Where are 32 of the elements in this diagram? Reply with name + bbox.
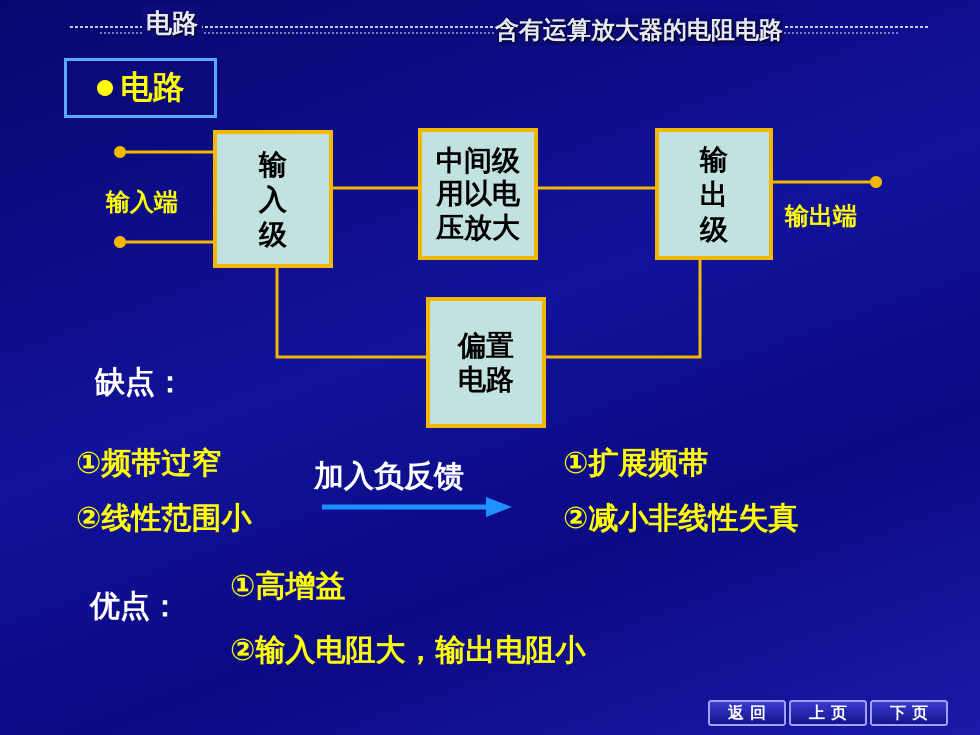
terminal-dot bbox=[870, 176, 882, 188]
connector-line bbox=[773, 180, 870, 184]
nav-button: 下 页 bbox=[870, 700, 948, 726]
section-label: 缺点： bbox=[95, 364, 185, 402]
terminal-label: 输出端 bbox=[785, 201, 857, 232]
section-label: 优点： bbox=[90, 588, 180, 626]
list-item: ②线性范围小 bbox=[76, 500, 252, 538]
connector-line bbox=[126, 150, 213, 154]
list-item: ②减小非线性失真 bbox=[563, 500, 798, 538]
header-label: 电路 bbox=[142, 6, 202, 41]
slide-title: 含有运算放大器的电阻电路 bbox=[495, 14, 783, 46]
connector-line bbox=[126, 240, 213, 244]
list-item: ①频带过窄 bbox=[76, 445, 222, 483]
terminal-label: 输入端 bbox=[106, 187, 178, 218]
nav-button: 返 回 bbox=[708, 700, 786, 726]
section-heading-box bbox=[64, 58, 217, 118]
list-item: ①高增益 bbox=[230, 568, 346, 606]
connector-line bbox=[546, 260, 702, 358]
block-box: 中间级用以电压放大 bbox=[418, 128, 538, 260]
connector-line bbox=[333, 186, 418, 190]
connector-line bbox=[538, 186, 655, 190]
terminal-dot bbox=[114, 146, 126, 158]
nav-button: 上 页 bbox=[789, 700, 867, 726]
connector-line bbox=[276, 268, 426, 358]
section-heading: 电路 bbox=[120, 67, 184, 108]
list-item: ①扩展频带 bbox=[563, 445, 708, 483]
arrow-label: 加入负反馈 bbox=[314, 458, 464, 496]
block-box: 偏置电路 bbox=[426, 297, 546, 428]
block-box: 输出级 bbox=[655, 128, 773, 260]
list-item: ②输入电阻大，输出电阻小 bbox=[230, 632, 586, 670]
block-box: 输入级 bbox=[213, 130, 333, 268]
terminal-dot bbox=[114, 236, 126, 248]
